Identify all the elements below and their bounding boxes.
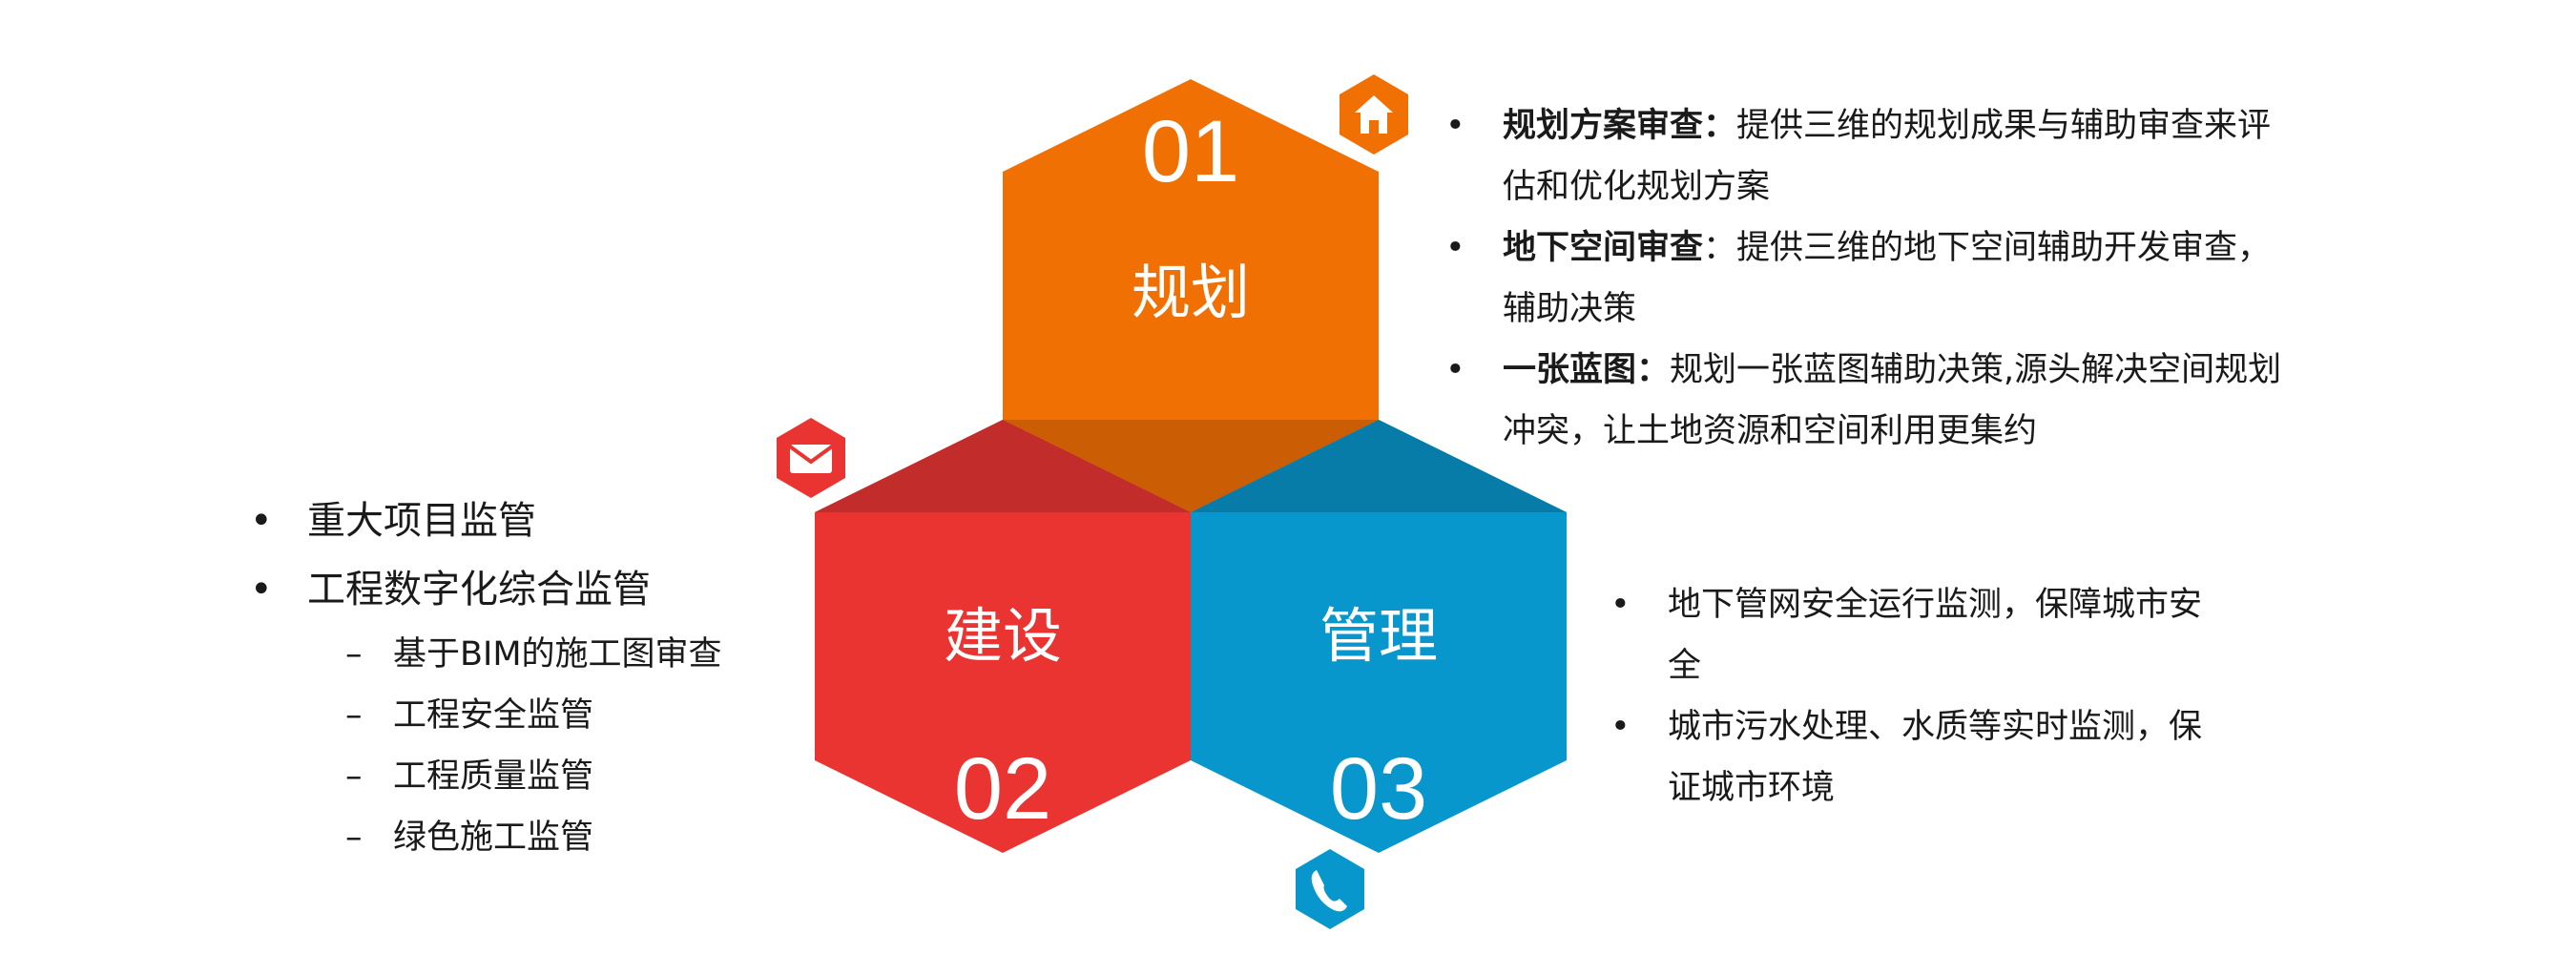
build-sub-item: – 基于BIM的施工图审查 [345, 624, 841, 685]
dash-icon: – [345, 696, 363, 735]
build-sub-item: – 工程安全监管 [345, 685, 841, 746]
plan-item-title: 一张蓝图： [1503, 351, 1671, 389]
hexagon-manage: 管理 03 [1191, 420, 1567, 853]
hexagon-build-label: 建设 [944, 601, 1062, 671]
build-sub-list: – 基于BIM的施工图审查 – 工程安全监管 – 工程质量监管 – 绿色施工监管 [250, 624, 841, 868]
plan-description-list: • 规划方案审查：提供三维的规划成果与辅助审查来评估和优化规划方案 • 地下空间… [1445, 95, 2304, 462]
mail-icon [777, 418, 845, 498]
build-item: • 重大项目监管 [250, 487, 841, 555]
manage-description-list: • 地下管网安全运行监测，保障城市安全 • 城市污水处理、水质等实时监测，保证城… [1610, 574, 2202, 819]
build-item: • 工程数字化综合监管 [250, 555, 841, 624]
build-sub-item-text: 工程安全监管 [393, 696, 594, 735]
plan-item-text: 提供三维的规划成果与辅助审查来评估和优化规划方案 [1503, 107, 2272, 206]
build-item-text: 工程数字化综合监管 [307, 568, 651, 612]
hexagon-manage-shade [1191, 420, 1567, 512]
dash-icon: – [345, 635, 363, 674]
manage-item-text: 地下管网安全运行监测，保障城市安全 [1668, 586, 2203, 685]
hexagon-build-shape [815, 420, 1191, 853]
hexagon-manage-number: 03 [1330, 740, 1427, 838]
hexagon-build-shade [815, 420, 1191, 512]
build-sub-item-text: 绿色施工监管 [393, 819, 594, 857]
plan-item: • 规划方案审查：提供三维的规划成果与辅助审查来评估和优化规划方案 [1445, 95, 2304, 218]
build-sub-item-text: 基于BIM的施工图审查 [393, 635, 722, 674]
phone-icon [1296, 849, 1364, 929]
build-item-text: 重大项目监管 [307, 499, 536, 543]
build-sub-list-container: – 基于BIM的施工图审查 – 工程安全监管 – 工程质量监管 – 绿色施工监管 [250, 624, 841, 868]
home-icon [1340, 74, 1408, 155]
manage-item: • 地下管网安全运行监测，保障城市安全 [1610, 574, 2202, 696]
dash-icon: – [345, 757, 363, 796]
hexagon-plan-label: 规划 [1132, 258, 1250, 327]
bullet-icon: • [1610, 708, 1631, 746]
build-sub-item-text: 工程质量监管 [393, 757, 594, 796]
plan-item-title: 规划方案审查： [1503, 107, 1737, 145]
build-description-list: • 重大项目监管 • 工程数字化综合监管 – 基于BIM的施工图审查 – 工程安… [250, 487, 841, 868]
bullet-icon: • [250, 499, 273, 543]
hexagon-plan-shape [1003, 79, 1379, 512]
hexagon-plan-number: 01 [1142, 103, 1239, 200]
bullet-icon: • [250, 568, 273, 612]
plan-item: • 地下空间审查：提供三维的地下空间辅助开发审查，辅助决策 [1445, 218, 2304, 340]
plan-item: • 一张蓝图：规划一张蓝图辅助决策,源头解决空间规划冲突，让土地资源和空间利用更… [1445, 340, 2304, 462]
plan-item-title: 地下空间审查 [1503, 229, 1704, 267]
hexagon-build: 建设 02 [815, 420, 1191, 853]
bullet-icon: • [1610, 586, 1631, 624]
overlap-shade [1003, 420, 1379, 512]
hexagon-manage-shape [1191, 420, 1567, 853]
bullet-icon: • [1445, 351, 1465, 389]
manage-item-text: 城市污水处理、水质等实时监测，保证城市环境 [1668, 708, 2203, 807]
hexagon-build-number: 02 [954, 740, 1051, 838]
manage-item: • 城市污水处理、水质等实时监测，保证城市环境 [1610, 696, 2202, 819]
build-sub-item: – 绿色施工监管 [345, 807, 841, 868]
hexagon-manage-label: 管理 [1319, 601, 1438, 671]
build-sub-item: – 工程质量监管 [345, 746, 841, 807]
bullet-icon: • [1445, 107, 1465, 145]
hexagon-plan: 01 规划 [1003, 79, 1379, 512]
plan-item-text: ：提供三维的地下空间辅助开发审查，辅助决策 [1503, 229, 2272, 328]
bullet-icon: • [1445, 229, 1465, 267]
plan-item-text: 规划一张蓝图辅助决策,源头解决空间规划冲突，让土地资源和空间利用更集约 [1503, 351, 2282, 450]
dash-icon: – [345, 819, 363, 857]
